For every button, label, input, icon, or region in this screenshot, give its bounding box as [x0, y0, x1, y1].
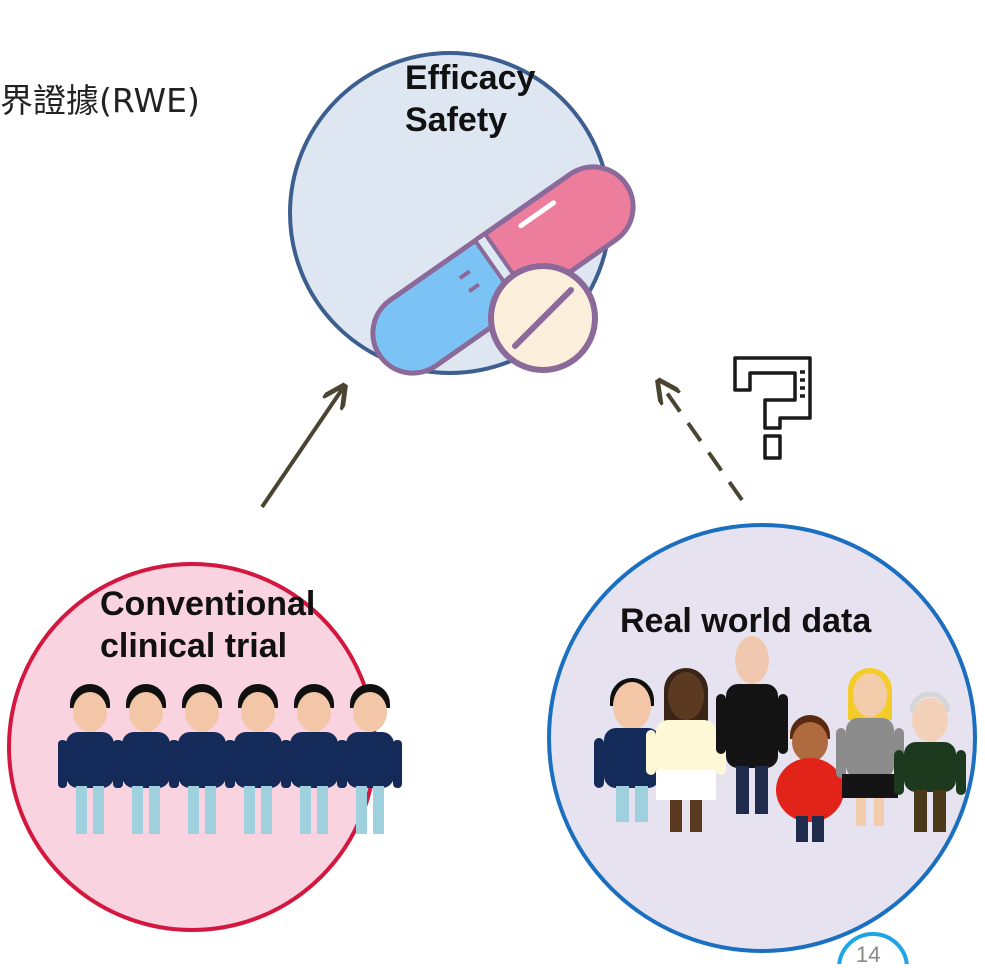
pill-icon [370, 164, 636, 376]
trial-to-outcome-arrow [260, 388, 343, 509]
page-number-badge [837, 932, 909, 964]
rwd-people [594, 636, 966, 842]
question-mark-icon [733, 356, 812, 460]
trial-person [58, 684, 122, 834]
rwd-label: Real world data [620, 602, 872, 640]
trial-person [170, 684, 234, 834]
outcome-label: Efficacy Safety [405, 59, 536, 139]
trial-people [58, 684, 402, 834]
trial-label: Conventional clinical trial [100, 585, 316, 665]
trial-person [338, 684, 402, 834]
title-fragment: 界證據(RWE) [0, 81, 200, 120]
rwd-to-outcome-arrow [660, 383, 744, 502]
trial-person [114, 684, 178, 834]
page-number: 14 [856, 942, 881, 967]
trial-person [226, 684, 290, 834]
